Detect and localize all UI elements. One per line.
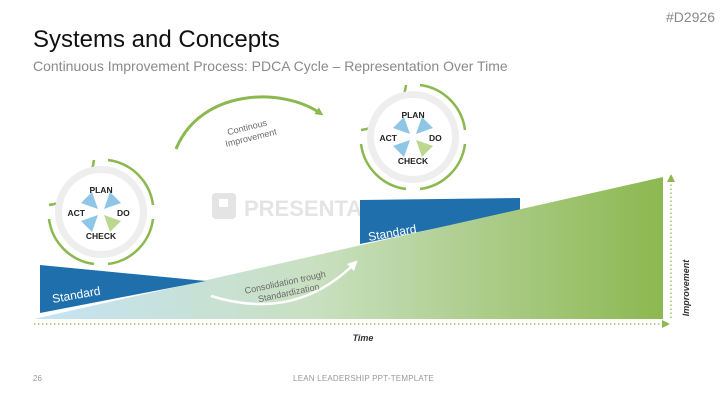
page-number: 26 — [33, 374, 42, 383]
pdca-cycle-left: PLAN DO CHECK ACT — [47, 158, 155, 266]
cycle-right-plan: PLAN — [401, 110, 424, 120]
continuous-improvement-arrow — [174, 95, 324, 150]
page-subtitle: Continuous Improvement Process: PDCA Cyc… — [33, 58, 508, 74]
cycle-left-do: DO — [117, 208, 130, 218]
standard-band-left — [40, 265, 206, 313]
cycle-right-do: DO — [429, 133, 442, 143]
cycle-right-act: ACT — [380, 133, 398, 143]
footer-text: LEAN LEADERSHIP PPT-TEMPLATE — [293, 374, 434, 383]
cycle-right-check: CHECK — [398, 156, 429, 166]
improvement-axis-arrowhead — [667, 174, 675, 182]
cycle-left-check: CHECK — [86, 231, 117, 241]
cycle-left-act: ACT — [68, 208, 86, 218]
consolidation-arrow — [210, 260, 358, 306]
cycle-petals-right — [393, 117, 433, 157]
cycle-left-plan: PLAN — [89, 185, 112, 195]
cycle-petals-left — [81, 192, 121, 232]
continuous-improvement-label: Continous Improvement — [222, 116, 279, 149]
improvement-axis-label: Improvement — [681, 259, 691, 317]
page-title: Systems and Concepts — [33, 26, 280, 53]
pdca-cycle-right: PLAN DO CHECK ACT — [359, 83, 467, 191]
time-axis-arrowhead — [662, 320, 670, 328]
standard-band-right — [360, 198, 520, 244]
time-axis-label: Time — [353, 333, 374, 343]
slide-id: #D2926 — [665, 9, 715, 25]
